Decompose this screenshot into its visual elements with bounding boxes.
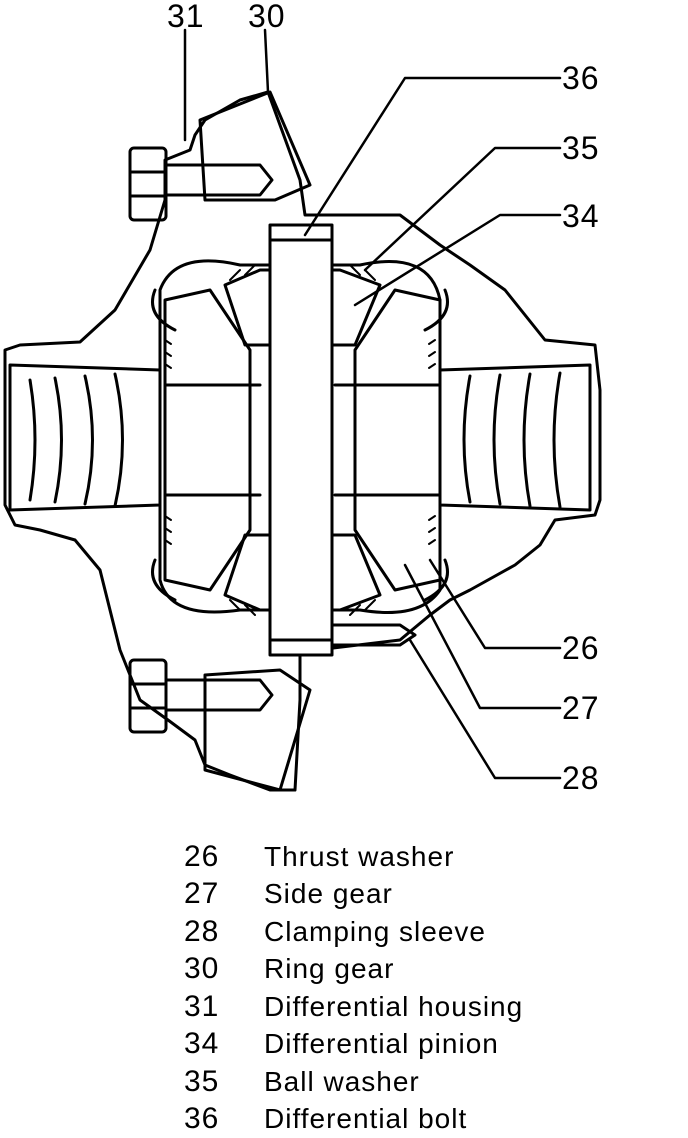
legend-label: Ball washer bbox=[264, 1066, 420, 1098]
legend-number: 28 bbox=[184, 915, 264, 949]
legend-label: Differential bolt bbox=[264, 1103, 467, 1135]
callout-30: 30 bbox=[248, 0, 286, 32]
legend-row: 30 Ring gear bbox=[184, 951, 644, 989]
legend-row: 28 Clamping sleeve bbox=[184, 913, 644, 951]
leader-26 bbox=[430, 560, 560, 648]
leader-27 bbox=[405, 565, 560, 708]
leader-35 bbox=[365, 148, 560, 270]
leader-34 bbox=[355, 215, 560, 305]
right-flange bbox=[440, 365, 590, 510]
legend-number: 36 bbox=[184, 1102, 264, 1136]
legend-number: 34 bbox=[184, 1027, 264, 1061]
callout-35: 35 bbox=[562, 132, 600, 164]
legend-label: Differential pinion bbox=[264, 1028, 499, 1060]
legend-number: 26 bbox=[184, 840, 264, 874]
legend-label: Clamping sleeve bbox=[264, 916, 486, 948]
leader-36 bbox=[305, 78, 560, 235]
legend-row: 26 Thrust washer bbox=[184, 838, 644, 876]
ring-gear-top bbox=[200, 92, 310, 200]
callout-27: 27 bbox=[562, 692, 600, 724]
callout-36: 36 bbox=[562, 62, 600, 94]
legend-row: 34 Differential pinion bbox=[184, 1026, 644, 1064]
legend-row: 36 Differential bolt bbox=[184, 1101, 644, 1138]
legend-label: Ring gear bbox=[264, 953, 394, 985]
legend-label: Thrust washer bbox=[264, 841, 454, 873]
parts-legend: 26 Thrust washer 27 Side gear 28 Clampin… bbox=[184, 838, 644, 1138]
legend-row: 35 Ball washer bbox=[184, 1063, 644, 1101]
legend-number: 30 bbox=[184, 952, 264, 986]
right-side-gear bbox=[355, 290, 440, 590]
legend-row: 31 Differential housing bbox=[184, 988, 644, 1026]
legend-row: 27 Side gear bbox=[184, 876, 644, 914]
callout-31: 31 bbox=[167, 0, 205, 32]
legend-number: 31 bbox=[184, 990, 264, 1024]
callout-28: 28 bbox=[562, 762, 600, 794]
legend-label: Differential housing bbox=[264, 991, 523, 1023]
legend-label: Side gear bbox=[264, 878, 393, 910]
callout-34: 34 bbox=[562, 200, 600, 232]
leader-30 bbox=[265, 30, 268, 92]
legend-number: 27 bbox=[184, 877, 264, 911]
bottom-bolt-head bbox=[130, 660, 166, 732]
differential-bolt bbox=[270, 225, 332, 655]
legend-number: 35 bbox=[184, 1065, 264, 1099]
top-bolt-head bbox=[130, 148, 166, 220]
left-side-gear bbox=[165, 290, 250, 590]
callout-26: 26 bbox=[562, 632, 600, 664]
